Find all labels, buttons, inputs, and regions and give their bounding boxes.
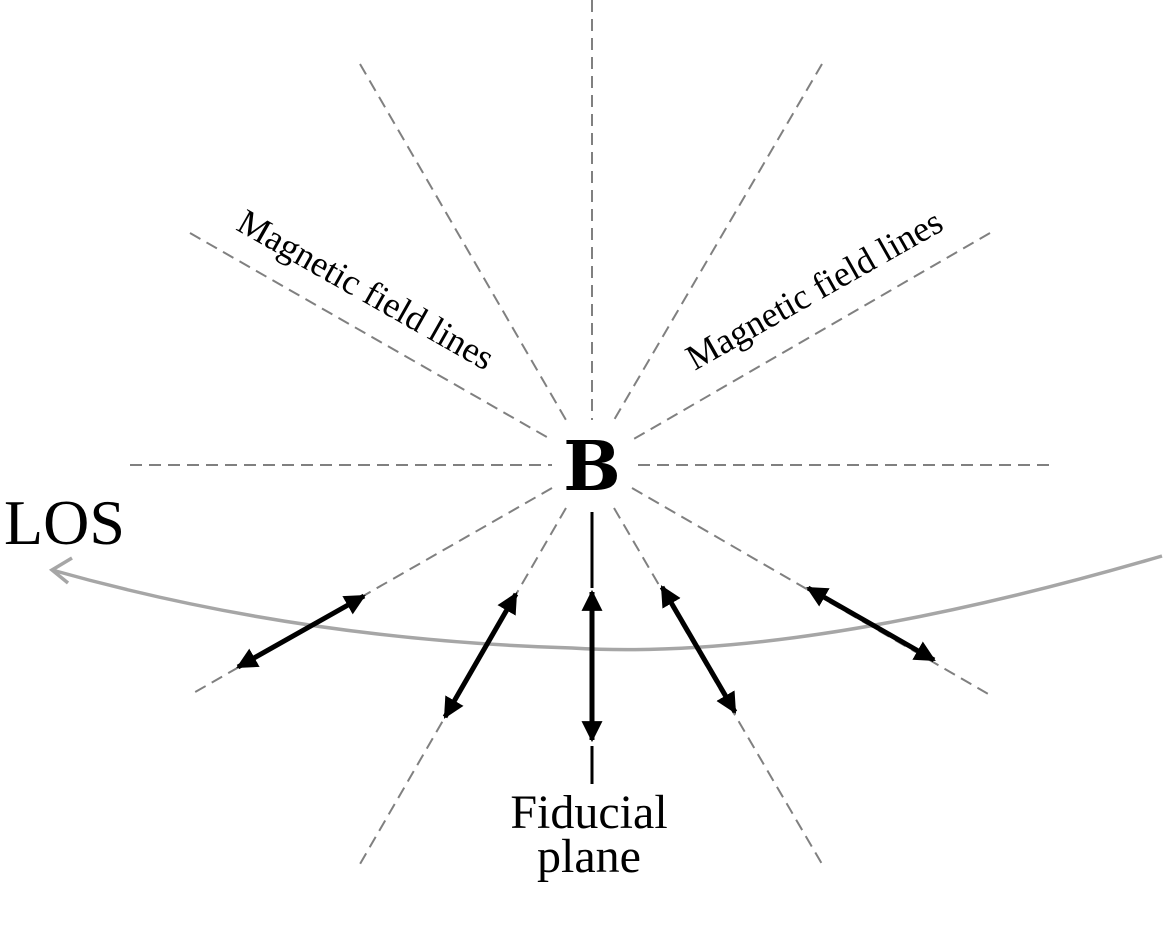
los-curve-group: [48, 554, 1163, 652]
field-lines-label-right: Magnetic field lines: [679, 201, 949, 378]
field-line-upper-right-steep: [613, 63, 823, 421]
field-line-upper-left-shallow: [189, 232, 553, 441]
polarization-arrow-far-right: [806, 585, 936, 663]
field-line-lower-right-steep: [613, 507, 823, 865]
los-label: LOS: [4, 487, 125, 558]
fiducial-plane-label-line1: Fiducial: [510, 786, 667, 839]
field-lines-label-left: Magnetic field lines: [231, 201, 501, 378]
polarization-arrow-right: [659, 585, 738, 714]
field-line-lower-left-steep: [359, 507, 567, 865]
polarization-arrow-far-left: [236, 593, 366, 670]
los-curve: [51, 554, 1163, 652]
magnetic-field-label: B: [563, 427, 620, 507]
fiducial-plane-label-line2: plane: [537, 830, 641, 883]
los-arrowhead-icon: [48, 556, 73, 585]
polarization-arrows-group: [236, 585, 936, 743]
field-line-upper-left-steep: [359, 63, 567, 421]
field-line-upper-right-shallow: [631, 232, 991, 441]
polarization-arrow-left: [442, 592, 519, 719]
